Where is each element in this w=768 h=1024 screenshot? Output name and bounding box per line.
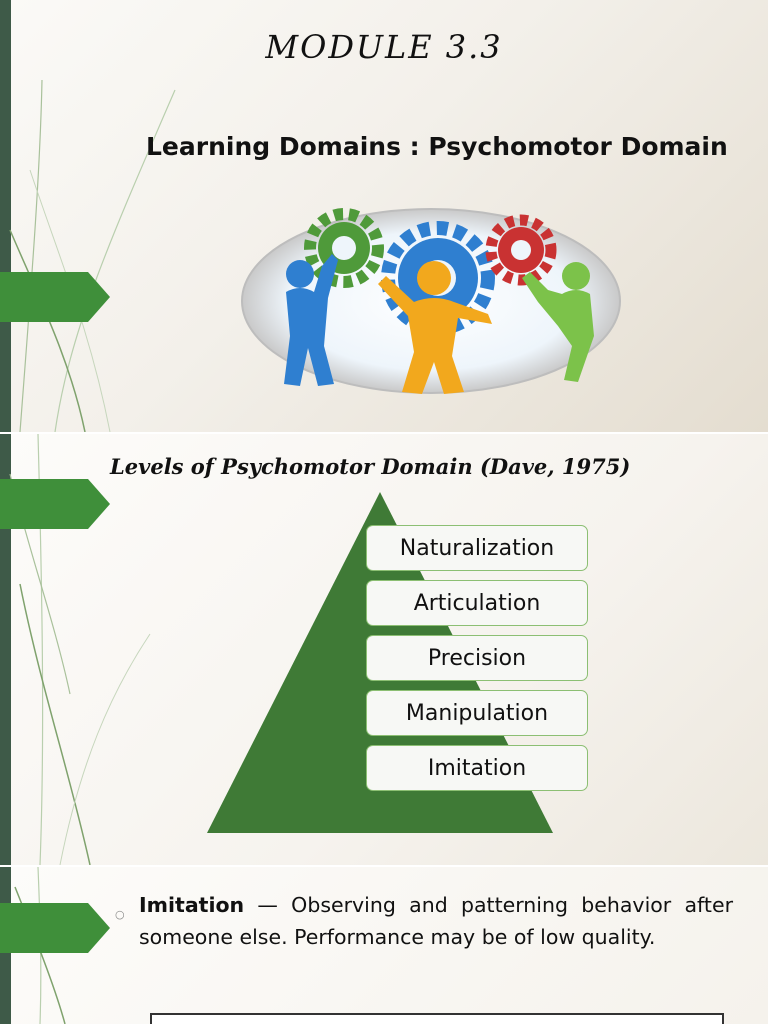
level-precision: Precision — [366, 635, 588, 681]
imitation-term: Imitation — [139, 893, 245, 917]
partial-content-box — [150, 1013, 724, 1024]
levels-title: Levels of Psychomotor Domain (Dave, 1975… — [110, 454, 631, 479]
arrow-tab-icon — [0, 272, 110, 322]
arrow-tab-icon — [0, 479, 110, 529]
slide-psychomotor-levels: Levels of Psychomotor Domain (Dave, 1975… — [0, 434, 768, 865]
slide-imitation: ○ Imitation — Observing and patterning b… — [0, 867, 768, 1024]
imitation-definition: — Observing and patterning behavior afte… — [139, 893, 733, 949]
slide-side-bar — [0, 434, 11, 865]
module-title: MODULE 3.3 — [265, 28, 503, 66]
slide-module-intro: MODULE 3.3 Learning Domains : Psychomoto… — [0, 0, 768, 432]
slide-side-bar — [0, 0, 11, 432]
bullet-icon: ○ — [115, 908, 125, 921]
red-gear-icon — [485, 214, 557, 286]
imitation-description: Imitation — Observing and patterning beh… — [139, 889, 733, 953]
teamwork-gears-illustration — [241, 208, 621, 394]
slide-heading: Learning Domains : Psychomotor Domain — [146, 132, 728, 161]
arrow-tab-icon — [0, 903, 110, 953]
blue-person-icon — [284, 254, 338, 386]
level-imitation: Imitation — [366, 745, 588, 791]
orange-person-icon — [378, 261, 492, 394]
level-naturalization: Naturalization — [366, 525, 588, 571]
green-person-icon — [522, 262, 594, 382]
level-manipulation: Manipulation — [366, 690, 588, 736]
level-articulation: Articulation — [366, 580, 588, 626]
